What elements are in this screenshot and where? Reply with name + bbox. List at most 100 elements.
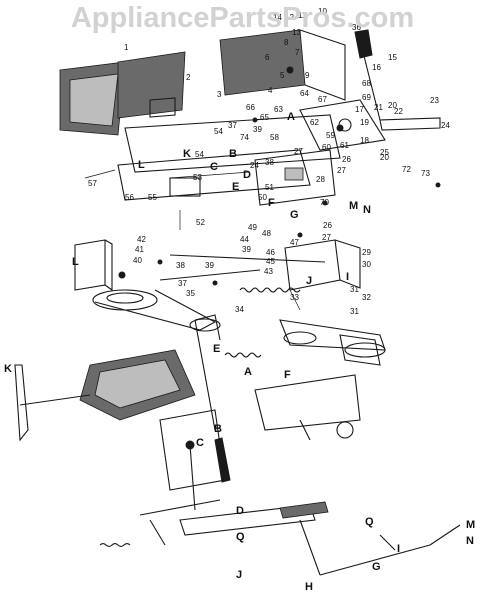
callout-59: 59 xyxy=(326,131,335,140)
callout-34: 34 xyxy=(235,305,244,314)
dash-assembly xyxy=(219,29,441,151)
callout-28: 28 xyxy=(316,175,325,184)
callout-15: 15 xyxy=(388,53,397,62)
callout-64: 64 xyxy=(300,89,309,98)
callout-39c: 39 xyxy=(205,261,214,270)
letter-H-low: H xyxy=(305,581,313,593)
letter-A-top: A xyxy=(287,111,295,123)
callout-62: 62 xyxy=(310,118,319,127)
letter-Q-right: Q xyxy=(365,516,374,528)
letter-G-low: G xyxy=(372,561,381,573)
callout-11: 11 xyxy=(298,11,307,20)
letter-I-mid: I xyxy=(346,271,349,283)
callout-24b: 24 xyxy=(250,161,259,170)
callout-55: 55 xyxy=(148,193,157,202)
callout-57: 57 xyxy=(88,179,97,188)
letter-N-top: N xyxy=(363,204,371,216)
letter-M-low: M xyxy=(466,519,475,531)
callout-60: 60 xyxy=(322,143,331,152)
callout-6: 6 xyxy=(265,53,270,62)
callout-26b: 26 xyxy=(323,221,332,230)
callout-61: 61 xyxy=(340,141,349,150)
callout-56: 56 xyxy=(125,193,134,202)
callout-25: 25 xyxy=(380,148,389,157)
callout-33: 33 xyxy=(290,293,299,302)
callout-53: 53 xyxy=(193,173,202,182)
callout-29: 29 xyxy=(362,248,371,257)
callout-18: 18 xyxy=(360,136,369,145)
callout-63: 63 xyxy=(274,105,283,114)
front-cover-panel xyxy=(59,61,126,136)
callout-27b: 27 xyxy=(337,166,346,175)
letter-C-top: C xyxy=(210,161,218,173)
callout-31: 31 xyxy=(350,285,359,294)
pedal-frame xyxy=(99,409,231,548)
callout-51: 51 xyxy=(265,183,274,192)
callout-24: 24 xyxy=(441,121,450,130)
callout-68: 68 xyxy=(362,79,371,88)
callout-20b: 20 xyxy=(380,153,389,162)
callout-13: 13 xyxy=(292,28,301,37)
callout-37b: 37 xyxy=(178,279,187,288)
letter-A-mid: A xyxy=(244,366,252,378)
callout-17: 17 xyxy=(355,105,364,114)
letter-B-low: B xyxy=(214,423,222,435)
letter-F-top: F xyxy=(268,197,275,209)
callout-69: 69 xyxy=(362,93,371,102)
callout-49: 49 xyxy=(248,223,257,232)
callout-73: 73 xyxy=(421,169,430,178)
callout-58: 58 xyxy=(270,133,279,142)
callout-19: 19 xyxy=(360,118,369,127)
letter-C-low: C xyxy=(196,437,204,449)
callout-45: 45 xyxy=(266,257,275,266)
callout-5: 5 xyxy=(280,71,285,80)
callout-2: 2 xyxy=(186,73,191,82)
hardware-fasteners xyxy=(84,66,441,286)
callout-32: 32 xyxy=(362,293,371,302)
transmission-unit xyxy=(14,314,221,442)
callout-74: 74 xyxy=(240,133,249,142)
letter-I-low: I xyxy=(397,543,400,555)
letter-Q-low: Q xyxy=(236,531,245,543)
callout-41: 41 xyxy=(135,245,144,254)
callout-14: 14 xyxy=(273,13,282,22)
letter-B-top: B xyxy=(229,148,237,160)
l-bracket xyxy=(74,239,113,292)
letter-G-top: G xyxy=(290,209,299,221)
letter-F-mid: F xyxy=(284,369,291,381)
letter-J-mid: J xyxy=(306,275,312,287)
callout-22: 22 xyxy=(394,107,403,116)
callout-52: 52 xyxy=(196,218,205,227)
callout-47: 47 xyxy=(290,238,299,247)
callout-44: 44 xyxy=(240,235,249,244)
callout-35: 35 xyxy=(186,289,195,298)
letter-N-low: N xyxy=(466,535,474,547)
callout-39b: 39 xyxy=(242,245,251,254)
callout-numbers: 1 2 3 24 23 25 16 15 36 10 11 12 14 13 8… xyxy=(88,7,450,316)
callout-70: 70 xyxy=(320,198,329,207)
callout-30: 30 xyxy=(362,260,371,269)
callout-54: 54 xyxy=(214,127,223,136)
callout-8: 8 xyxy=(284,38,289,47)
callout-27c: 27 xyxy=(322,233,331,242)
callout-67: 67 xyxy=(318,95,327,104)
brake-rod xyxy=(179,501,461,576)
letter-E-mid: E xyxy=(213,343,220,355)
callout-16: 16 xyxy=(372,63,381,72)
callout-54b: 54 xyxy=(195,150,204,159)
letter-D-low: D xyxy=(236,505,244,517)
mid-box-assembly xyxy=(284,239,361,311)
callout-26: 26 xyxy=(342,155,351,164)
callout-38b: 38 xyxy=(176,261,185,270)
drive-pulley-right xyxy=(279,319,386,366)
letter-J-low: J xyxy=(236,569,242,581)
callout-4: 4 xyxy=(268,86,273,95)
callout-39: 39 xyxy=(253,125,262,134)
callout-42: 42 xyxy=(137,235,146,244)
callout-37: 37 xyxy=(228,121,237,130)
callout-23: 23 xyxy=(430,96,439,105)
callout-50: 50 xyxy=(258,193,267,202)
callout-12: 12 xyxy=(285,13,294,22)
letter-D-top: D xyxy=(243,169,251,181)
callout-40: 40 xyxy=(133,256,142,265)
